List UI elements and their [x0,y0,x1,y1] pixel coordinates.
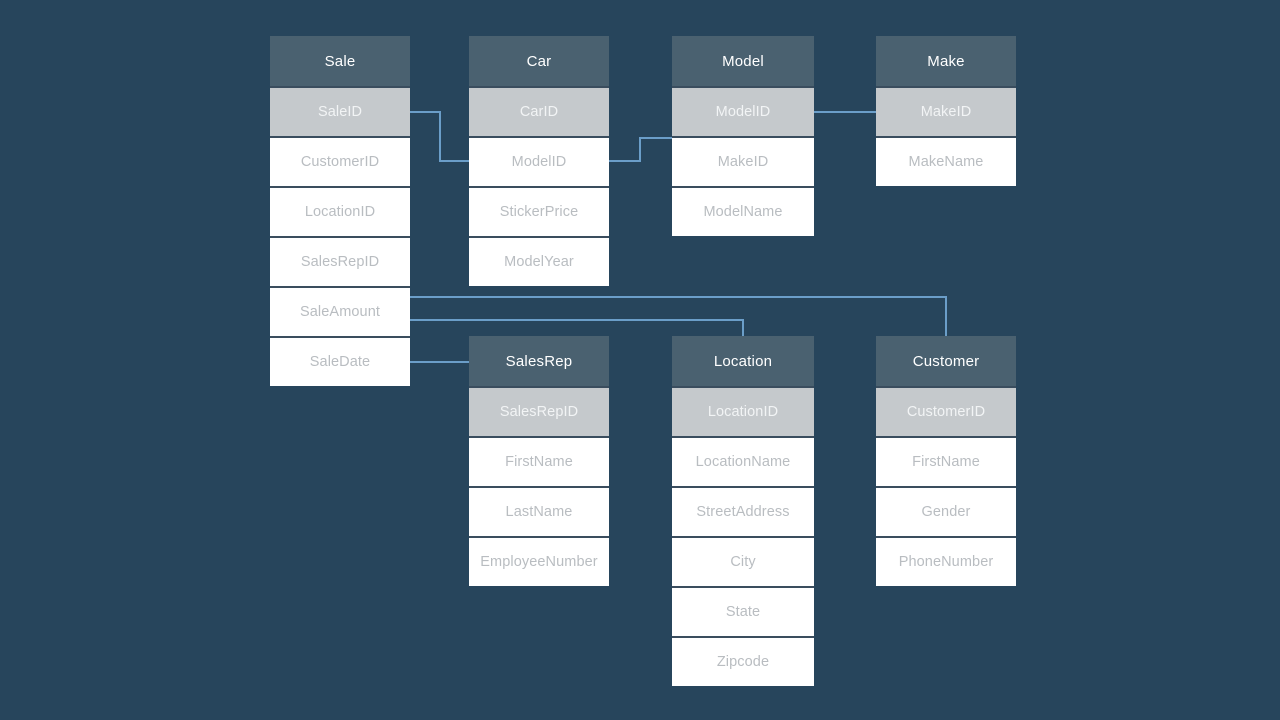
primary-key-field-locationid[interactable]: LocationID [672,386,814,436]
field-modelid[interactable]: ModelID [469,136,609,186]
field-phonenumber[interactable]: PhoneNumber [876,536,1016,586]
field-locationid[interactable]: LocationID [270,186,410,236]
relationship-line [409,111,471,162]
entity-title-sale: Sale [270,36,410,86]
field-employeenumber[interactable]: EmployeeNumber [469,536,609,586]
field-saledate[interactable]: SaleDate [270,336,410,386]
field-salesrepid[interactable]: SalesRepID [270,236,410,286]
field-city[interactable]: City [672,536,814,586]
primary-key-field-saleid[interactable]: SaleID [270,86,410,136]
field-makename[interactable]: MakeName [876,136,1016,186]
relationship-line [409,319,744,337]
field-streetaddress[interactable]: StreetAddress [672,486,814,536]
field-modelname[interactable]: ModelName [672,186,814,236]
primary-key-field-makeid[interactable]: MakeID [876,86,1016,136]
primary-key-field-salesrepid[interactable]: SalesRepID [469,386,609,436]
field-locationname[interactable]: LocationName [672,436,814,486]
field-state[interactable]: State [672,586,814,636]
entity-title-make: Make [876,36,1016,86]
field-gender[interactable]: Gender [876,486,1016,536]
field-makeid[interactable]: MakeID [672,136,814,186]
field-saleamount[interactable]: SaleAmount [270,286,410,336]
field-stickerprice[interactable]: StickerPrice [469,186,609,236]
field-firstname[interactable]: FirstName [469,436,609,486]
primary-key-field-modelid[interactable]: ModelID [672,86,814,136]
primary-key-field-carid[interactable]: CarID [469,86,609,136]
entity-title-salesrep: SalesRep [469,336,609,386]
entity-title-location: Location [672,336,814,386]
field-lastname[interactable]: LastName [469,486,609,536]
entity-title-car: Car [469,36,609,86]
field-firstname[interactable]: FirstName [876,436,1016,486]
field-modelyear[interactable]: ModelYear [469,236,609,286]
primary-key-field-customerid[interactable]: CustomerID [876,386,1016,436]
field-customerid[interactable]: CustomerID [270,136,410,186]
field-zipcode[interactable]: Zipcode [672,636,814,686]
relationship-line [409,296,947,337]
entity-title-model: Model [672,36,814,86]
relationship-line [608,137,673,162]
entity-title-customer: Customer [876,336,1016,386]
